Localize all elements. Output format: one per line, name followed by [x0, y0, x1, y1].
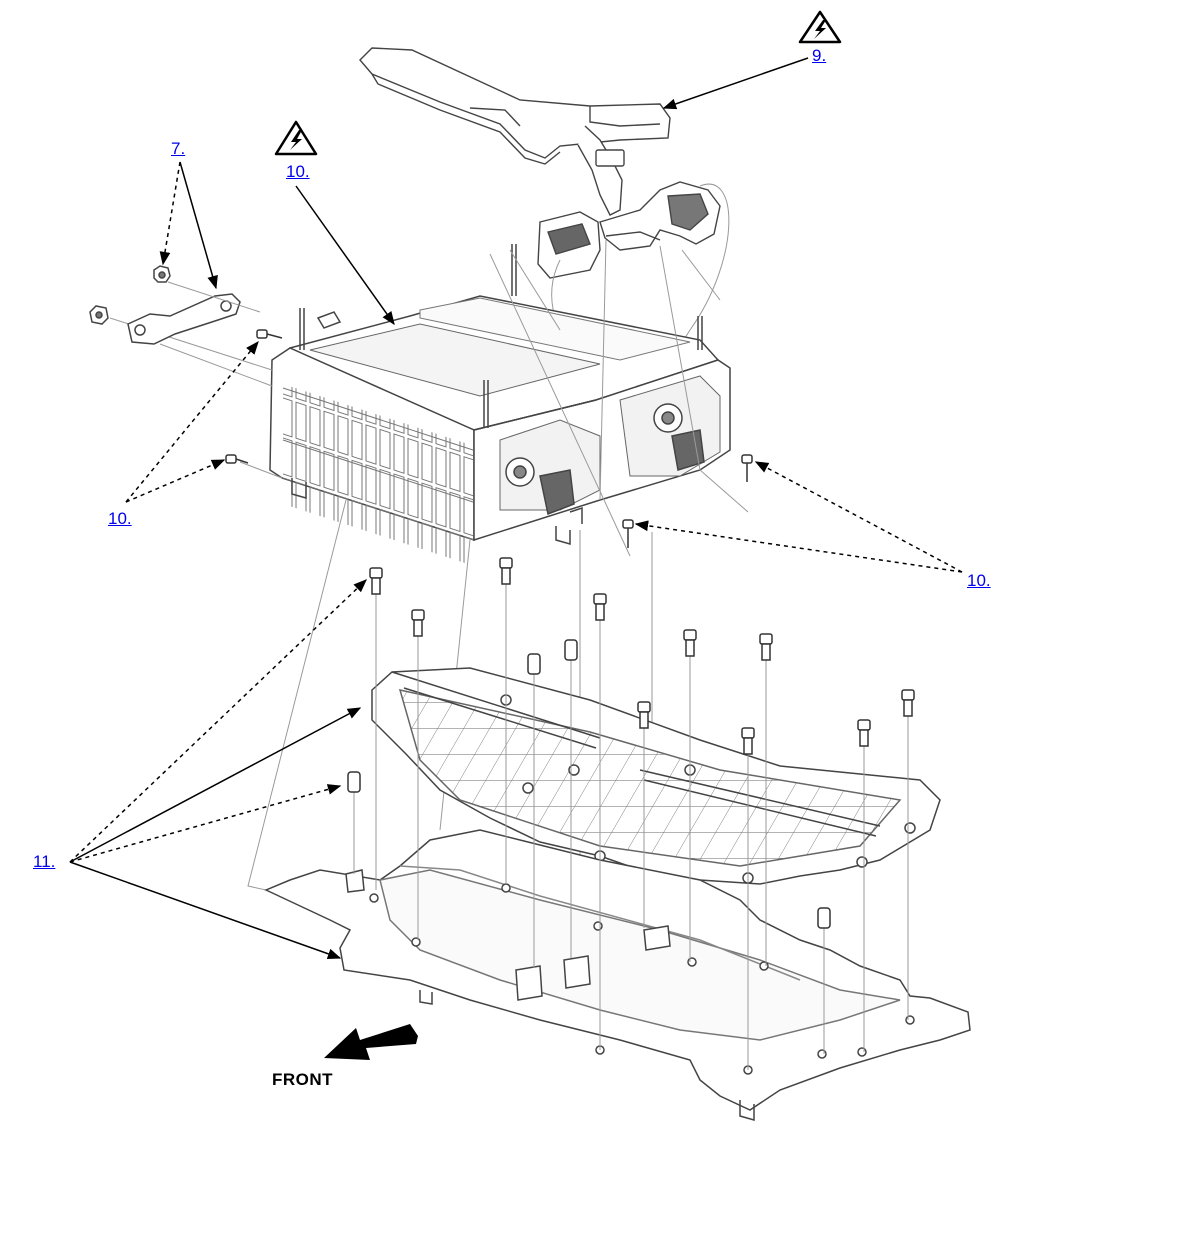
- callout-7-link[interactable]: 7.: [171, 139, 186, 158]
- high-voltage-warning-icon: [274, 120, 318, 156]
- callout-10-right-link[interactable]: 10.: [967, 571, 991, 590]
- leader-lines: [69, 57, 963, 960]
- tray-plate-part: [371, 667, 941, 885]
- callout-11-link[interactable]: 11.: [33, 852, 56, 871]
- callout-9-link[interactable]: 9.: [812, 46, 827, 65]
- collar-part: [347, 639, 831, 929]
- front-arrow-icon: [324, 1024, 418, 1060]
- construction-lines: [109, 239, 749, 1000]
- tray-guide-lines: [353, 584, 909, 1070]
- callout-10-top-link[interactable]: 10.: [286, 162, 310, 181]
- callout-10-left-link[interactable]: 10.: [108, 509, 132, 528]
- bolt-part: [225, 329, 753, 548]
- bracket-part: [127, 293, 241, 345]
- nut-part: [89, 265, 171, 325]
- front-direction-label: FRONT: [272, 1070, 334, 1089]
- battery-module: [269, 244, 731, 566]
- bracket-harness-part: [359, 47, 721, 279]
- high-voltage-warning-icon: [798, 10, 842, 44]
- bolt-part: [369, 557, 915, 755]
